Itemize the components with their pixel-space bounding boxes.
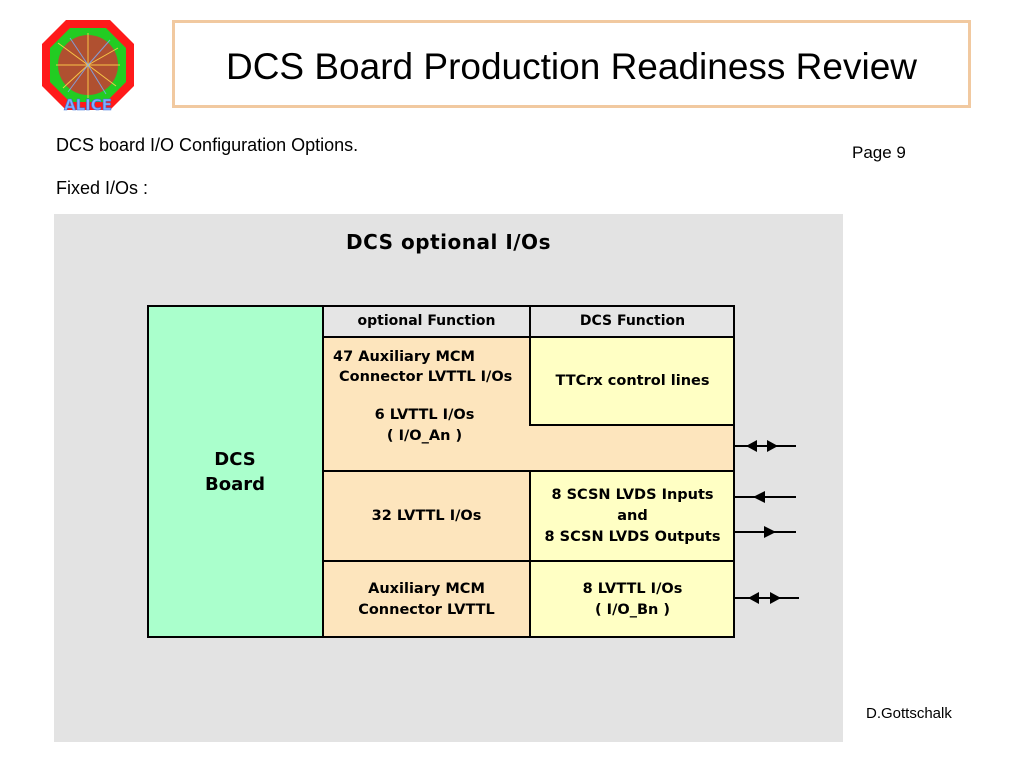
divider-row23 — [529, 471, 531, 638]
divider-row2-bottom — [322, 560, 735, 562]
divider-header-bottom — [322, 336, 735, 338]
row1-optional-line2: Connector LVTTL I/Os — [339, 369, 513, 385]
row2-input-arrow — [735, 491, 796, 503]
row2-optional-cell: 32 LVTTL I/Os — [323, 471, 530, 561]
row2-dcs-cell: 8 SCSN LVDS Inputs and 8 SCSN LVDS Outpu… — [530, 471, 735, 561]
dcs-board-label-1: DCS — [214, 448, 256, 470]
header-optional-function: optional Function — [323, 305, 530, 337]
row3-bidirectional-arrow — [735, 592, 799, 604]
row3-optional-line1: Auxiliary MCM — [368, 580, 485, 597]
row3-optional-line2: Connector LVTTL — [358, 601, 495, 618]
row3-dcs-line1: 8 LVTTL I/Os — [582, 580, 683, 597]
header-optional-label: optional Function — [357, 312, 496, 329]
page-title: DCS Board Production Readiness Review — [225, 46, 917, 87]
header-dcs-function: DCS Function — [530, 305, 735, 337]
slide-subtitle: DCS board I/O Configuration Options. — [56, 135, 359, 155]
dcs-board-cell: DCS Board — [147, 305, 323, 638]
author-name: D.Gottschalk — [866, 705, 952, 722]
row1-optional-line3: 6 LVTTL I/Os — [374, 407, 475, 423]
divider-row1-dcs-bottom — [529, 424, 735, 426]
divider-header — [529, 305, 531, 337]
logo-text: ALICE — [64, 96, 112, 114]
row2-output-arrow — [735, 526, 796, 538]
divider-row1-dcs — [529, 337, 531, 425]
row1-dcs-label: TTCrx control lines — [555, 372, 710, 389]
io-arrows — [735, 440, 799, 604]
dcs-board-label-2: Board — [205, 473, 265, 495]
row1-optional-line1: 47 Auxiliary MCM — [333, 349, 475, 365]
divider-row1-bottom — [322, 470, 735, 472]
row1-bidirectional-arrow — [735, 440, 796, 452]
page-number: Page 9 — [852, 143, 906, 162]
row3-dcs-line2: ( I/O_Bn ) — [595, 601, 670, 618]
diagram-title: DCS optional I/Os — [346, 230, 551, 254]
row3-dcs-cell: 8 LVTTL I/Os ( I/O_Bn ) — [530, 561, 735, 638]
row1-dcs-cell: TTCrx control lines — [530, 337, 735, 425]
alice-logo-icon: ALICE — [42, 20, 134, 114]
row2-dcs-line3: 8 SCSN LVDS Outputs — [544, 528, 721, 545]
row2-dcs-line1: 8 SCSN LVDS Inputs — [551, 486, 714, 503]
row2-optional-label: 32 LVTTL I/Os — [371, 507, 482, 524]
header-dcs-label: DCS Function — [579, 312, 686, 329]
row3-optional-cell: Auxiliary MCM Connector LVTTL — [323, 561, 530, 638]
diagram-panel: DCS optional I/Os DCS Board optional Fun… — [54, 214, 843, 742]
alice-logo: ALICE — [38, 18, 138, 114]
fixed-ios-label: Fixed I/Os : — [56, 178, 149, 198]
title-box: DCS Board Production Readiness Review — [172, 20, 971, 108]
row1-optional-line4: ( I/O_An ) — [386, 428, 463, 444]
row2-dcs-line2: and — [617, 507, 648, 524]
diagram-table-border — [147, 305, 735, 638]
